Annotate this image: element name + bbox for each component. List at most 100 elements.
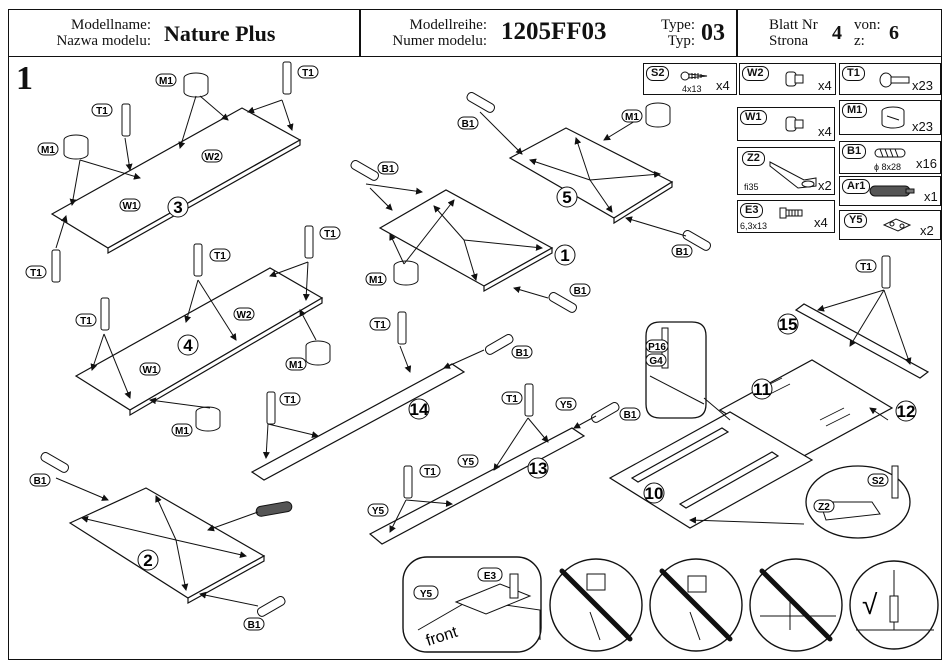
series-label-pl: Numer modelu: (392, 33, 487, 49)
callout-t1: T1 (855, 259, 877, 273)
callout-b1: B1 (377, 161, 399, 175)
panel-5 (508, 127, 674, 219)
hardware-qty: x2 (818, 178, 832, 193)
hardware-code: W2 (742, 66, 769, 81)
hardware-size: fi35 (744, 182, 759, 192)
wood-dowel-icon (682, 229, 712, 251)
part-number: 3 (173, 198, 182, 217)
callout-b1: B1 (29, 473, 51, 487)
hardware-code: S2 (646, 66, 670, 81)
part-number: 12 (897, 402, 916, 421)
callout-t1: T1 (319, 226, 341, 240)
hardware-code: B1 (842, 144, 867, 159)
callout-b1: B1 (511, 345, 533, 359)
hardware-qty: x23 (912, 119, 933, 134)
series-label-de: Modellreihe: (409, 17, 487, 33)
svg-text:M1: M1 (41, 145, 55, 156)
rail-13 (368, 427, 586, 545)
soft-close-damper-icon (869, 185, 915, 197)
hardware-qty: x4 (818, 124, 832, 139)
part-number: 13 (529, 459, 548, 478)
hardware-code: M1 (842, 103, 868, 118)
cam-bolt-icon (397, 311, 407, 345)
svg-text:B1: B1 (248, 620, 261, 631)
wood-dowel-icon (548, 292, 578, 313)
model-name-label-de: Modellname: (71, 17, 151, 33)
cam-bolt-icon (266, 391, 276, 425)
callout-m1: M1 (37, 142, 59, 156)
cam-bolt-icon (100, 297, 110, 331)
svg-text:M1: M1 (175, 426, 189, 437)
svg-text:W1: W1 (123, 201, 138, 212)
hardware-box-b1: B1 ɸ 8x28 x16 (839, 141, 941, 174)
svg-text:B1: B1 (34, 476, 47, 487)
of-label-de: von: (854, 17, 881, 33)
part-number: 14 (410, 400, 429, 419)
svg-text:B1: B1 (676, 247, 689, 258)
divider (359, 10, 361, 56)
hinge-plate-icon (882, 218, 912, 232)
dowel-cap-icon (785, 116, 804, 132)
hardware-box-w2: W2 x4 (739, 63, 836, 95)
wood-dowel-icon (466, 91, 496, 113)
sheet-label-pl: Strona (769, 33, 809, 49)
model-name-label-pl: Nazwa modelu: (56, 33, 151, 49)
hardware-size: ɸ 8x28 (874, 162, 901, 172)
callout-w1: W1 (139, 362, 161, 376)
type-number: 03 (701, 20, 725, 46)
panel-2 (68, 487, 266, 599)
type-label-de: Type: (661, 17, 695, 33)
svg-text:Y5: Y5 (372, 506, 385, 517)
callout-m1: M1 (285, 357, 307, 371)
part-number: 11 (753, 380, 771, 399)
svg-text:W1: W1 (143, 365, 158, 376)
hinge-icon (769, 161, 817, 189)
hardware-box-e3: E3 6,3x13 x4 (737, 200, 835, 233)
hardware-code: Y5 (844, 213, 868, 228)
callout-w2: W2 (201, 149, 223, 163)
svg-text:P16: P16 (648, 342, 666, 353)
cam-bolt-icon (403, 465, 413, 499)
callout-b1: B1 (243, 617, 265, 631)
screw-icon (891, 465, 899, 499)
sheet-number: 4 (832, 22, 842, 44)
svg-text:M1: M1 (625, 112, 639, 123)
hardware-qty: x16 (916, 156, 937, 171)
svg-text:T1: T1 (30, 268, 42, 279)
prohibited-slash (559, 568, 633, 642)
callout-w2: W2 (233, 307, 255, 321)
callout-b1: B1 (619, 407, 641, 421)
svg-text:S2: S2 (872, 476, 885, 487)
hardware-qty: x23 (912, 78, 933, 93)
callout-t1: T1 (369, 317, 391, 331)
sheet-label: Blatt Nr Strona (769, 17, 818, 49)
hardware-box-m1: M1 x23 (839, 100, 941, 135)
callout-t1: T1 (297, 65, 319, 79)
callout-t1: T1 (279, 392, 301, 406)
soft-close-damper-icon (255, 501, 293, 517)
svg-text:W2: W2 (237, 310, 252, 321)
cam-bolt-icon (524, 383, 534, 417)
cam-bolt-icon (121, 103, 131, 137)
callout-z2: Z2 (813, 499, 835, 513)
hardware-box-t1: T1 x23 (839, 63, 941, 95)
hardware-box-y5: Y5 x2 (839, 210, 941, 240)
wood-dowel-icon (484, 333, 514, 355)
callout-y5: Y5 (367, 503, 389, 517)
rail-15 (794, 303, 930, 379)
callout-t1: T1 (25, 265, 47, 279)
hardware-qty: x1 (924, 189, 938, 204)
hardware-code: W1 (740, 110, 767, 125)
callout-s2: S2 (867, 473, 889, 487)
callout-t1: T1 (75, 313, 97, 327)
part-number: 2 (143, 551, 152, 570)
wood-dowel-icon (590, 402, 620, 423)
svg-text:T1: T1 (80, 316, 92, 327)
callout-m1: M1 (621, 109, 643, 123)
prohibited-slash (659, 568, 733, 642)
sheet-label-de: Blatt Nr (769, 17, 818, 33)
callout-y5: Y5 (413, 585, 439, 600)
callout-m1: M1 (365, 272, 387, 286)
svg-text:E3: E3 (484, 571, 497, 582)
